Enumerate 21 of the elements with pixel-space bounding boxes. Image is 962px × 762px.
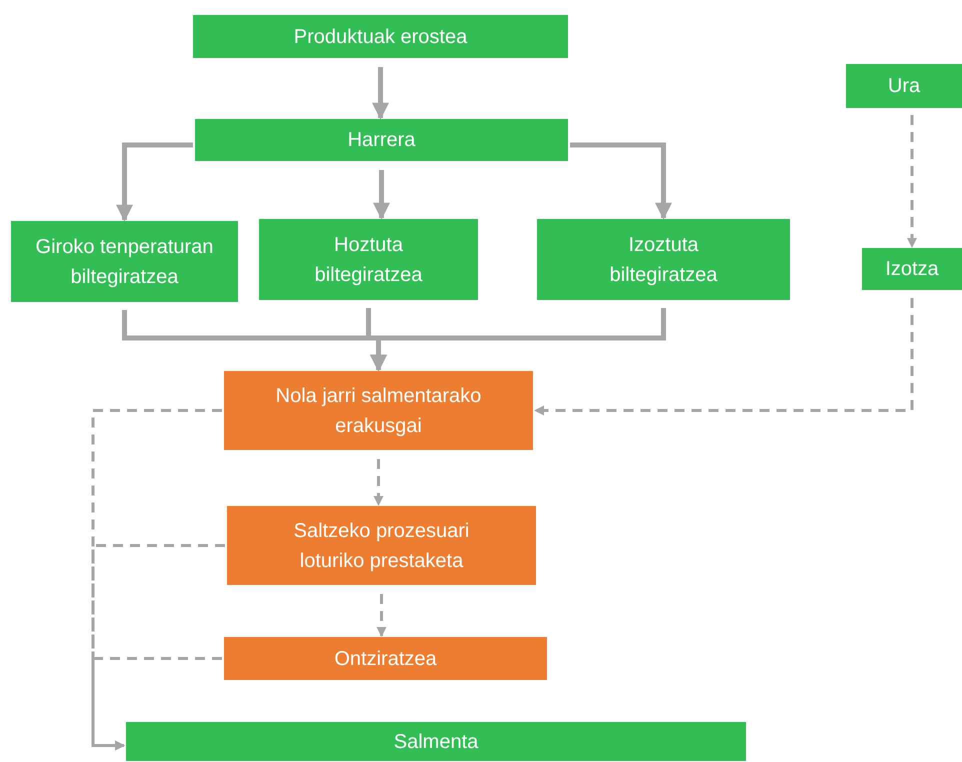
arrow bbox=[116, 142, 193, 222]
process-box: Giroko tenperaturan biltegiratzea bbox=[11, 221, 238, 302]
process-box: Ura bbox=[846, 64, 962, 108]
arrow bbox=[376, 594, 387, 638]
process-box: Salmenta bbox=[126, 722, 746, 761]
process-box: Ontziratzea bbox=[224, 637, 547, 680]
arrow bbox=[534, 298, 914, 416]
arrow bbox=[906, 115, 918, 248]
arrow bbox=[370, 308, 666, 372]
arrow bbox=[92, 657, 222, 751]
process-box: Hoztuta biltegiratzea bbox=[259, 219, 478, 300]
process-box: Izoztuta biltegiratzea bbox=[537, 219, 790, 300]
arrow bbox=[373, 170, 390, 220]
process-box: Nola jarri salmentarako erakusgai bbox=[224, 371, 533, 450]
arrow bbox=[372, 67, 389, 120]
process-box: Saltzeko prozesuari loturiko prestaketa bbox=[227, 506, 536, 585]
process-box: Harrera bbox=[195, 119, 568, 161]
process-box: Izotza bbox=[862, 248, 962, 290]
arrow bbox=[570, 142, 672, 220]
arrow bbox=[373, 459, 384, 506]
process-box: Produktuak erostea bbox=[193, 15, 568, 58]
